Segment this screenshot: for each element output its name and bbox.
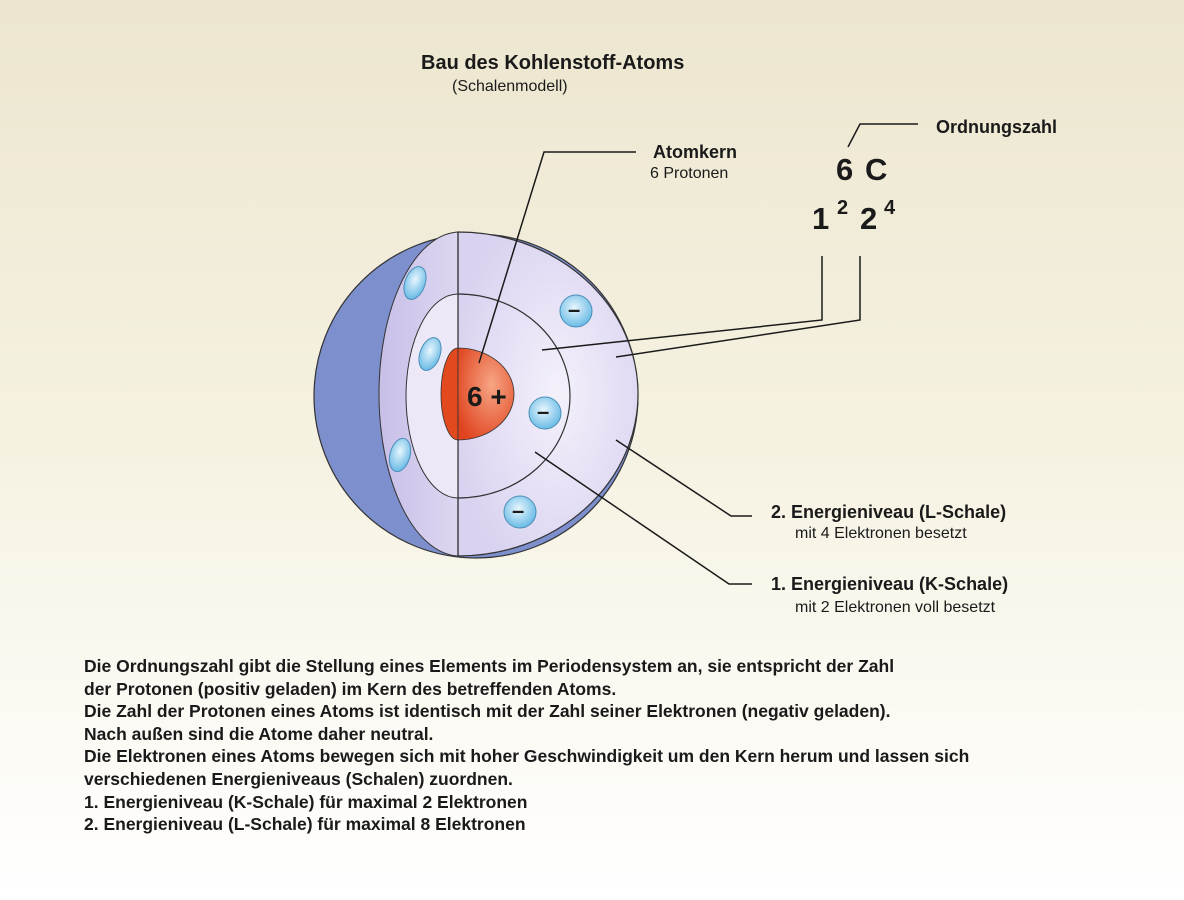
l-schale-label: 2. Energieniveau (L-Schale) <box>771 502 1007 522</box>
electron-3 <box>503 495 537 529</box>
electron-cut-1 <box>403 266 427 300</box>
leader-k-config <box>541 256 823 351</box>
atomic-number: 6 <box>836 152 854 187</box>
electron-sign-3: – <box>512 498 525 523</box>
nucleus-right <box>457 347 515 441</box>
k-shell-number: 1 <box>812 201 830 236</box>
leader-l-schale <box>615 439 752 517</box>
page-title: Bau des Kohlenstoff-Atoms <box>421 52 685 74</box>
leader-atomkern <box>478 151 636 364</box>
atomkern-label: Atomkern <box>653 142 738 162</box>
k-shell-cut <box>405 293 459 499</box>
l-shell-half <box>457 231 639 557</box>
explanation-text: Die Ordnungszahl gibt die Stellung eines… <box>84 655 1144 836</box>
electron-1 <box>559 294 593 328</box>
explanation-line: Die Zahl der Protonen eines Atoms ist id… <box>84 701 891 722</box>
explanation-line: der Protonen (positiv geladen) im Kern d… <box>84 678 617 699</box>
explanation-line: 2. Energieniveau (L-Schale) für maximal … <box>84 814 526 835</box>
electron-2 <box>528 396 562 430</box>
k-schale-sublabel: mit 2 Elektronen voll besetzt <box>795 599 996 616</box>
l-schale-sublabel: mit 4 Elektronen besetzt <box>795 525 967 542</box>
k-shell-electron-count: 2 <box>837 197 849 219</box>
l-shell-electron-count: 4 <box>884 197 896 219</box>
electron-sign-2: – <box>537 399 550 424</box>
page-subtitle: (Schalenmodell) <box>452 78 568 95</box>
element-symbol: C <box>865 152 888 187</box>
atomkern-sublabel: 6 Protonen <box>650 165 729 182</box>
electron-sign-1: – <box>568 297 581 322</box>
electron-cut-3 <box>388 437 412 473</box>
leader-l-config <box>615 256 861 358</box>
l-shell-number: 2 <box>860 201 878 236</box>
explanation-line: Die Elektronen eines Atoms bewegen sich … <box>84 746 970 767</box>
explanation-line: Nach außen sind die Atome daher neutral. <box>84 723 434 744</box>
explanation-line: verschiedenen Energieniveaus (Schalen) z… <box>84 768 513 789</box>
leader-ordnungszahl <box>847 123 918 148</box>
electron-cut-2 <box>418 337 442 371</box>
nucleus-charge: 6 + <box>467 381 507 412</box>
k-shell-half <box>457 293 571 499</box>
leader-k-schale <box>534 451 752 585</box>
nucleus-left <box>440 347 459 441</box>
ordnungszahl-label: Ordnungszahl <box>936 117 1057 137</box>
k-schale-label: 1. Energieniveau (K-Schale) <box>771 574 1009 594</box>
explanation-line: 1. Energieniveau (K-Schale) für maximal … <box>84 791 528 812</box>
explanation-line: Die Ordnungszahl gibt die Stellung eines… <box>84 656 895 676</box>
